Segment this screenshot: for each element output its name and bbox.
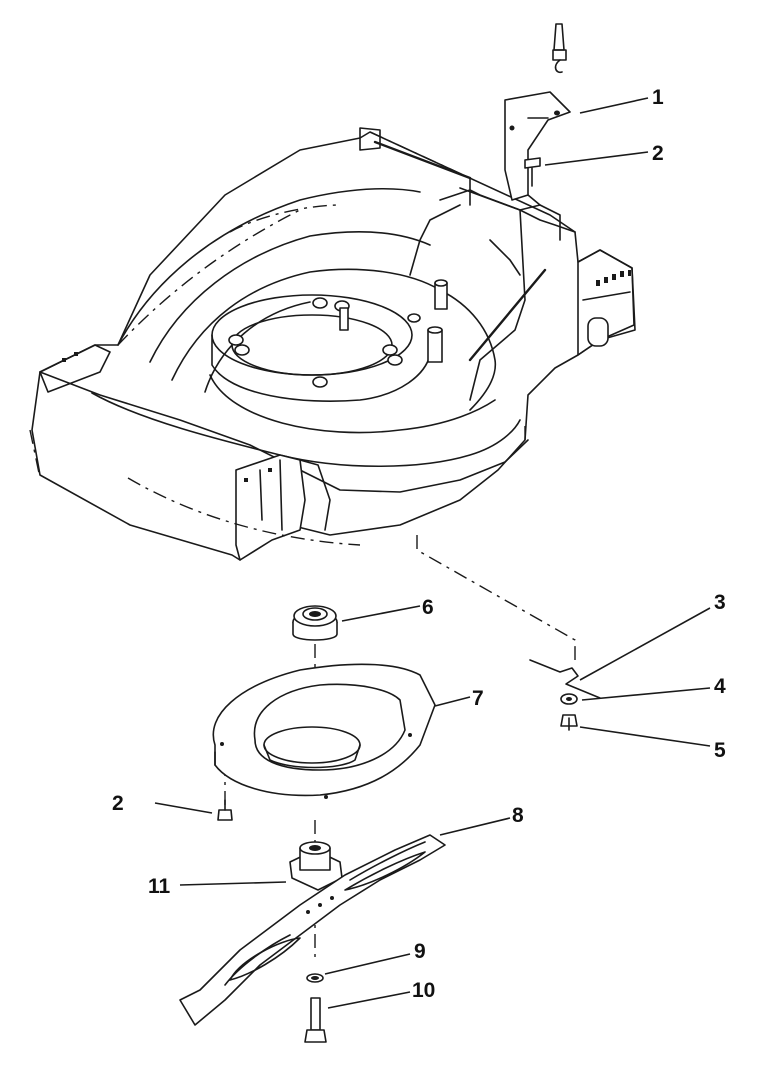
callout-10: 10 xyxy=(412,979,435,1002)
callout-7: 7 xyxy=(472,687,484,710)
side-bracket-slots xyxy=(596,270,631,286)
part-1-control-bracket xyxy=(504,23,571,206)
deck-bolt-holes xyxy=(228,297,421,388)
assembly-lines xyxy=(29,131,576,960)
callout-2-upper: 2 xyxy=(652,142,664,165)
callout-1: 1 xyxy=(652,86,664,109)
mower-deck xyxy=(31,127,636,561)
callout-3: 3 xyxy=(714,591,726,614)
part-2-screw-lower xyxy=(217,799,233,821)
callouts: 1 2 3 4 5 6 7 2 8 11 9 10 xyxy=(112,86,726,1002)
callout-2-lower: 2 xyxy=(112,792,124,815)
callout-8: 8 xyxy=(512,804,524,827)
part-5-bolt xyxy=(560,714,578,731)
part-7-baffle xyxy=(212,663,436,799)
callout-11: 11 xyxy=(148,875,171,898)
part-10-blade-bolt xyxy=(304,997,327,1043)
leader-lines xyxy=(154,97,711,1009)
part-11-blade-adapter xyxy=(289,841,343,891)
part-2-bolt-upper xyxy=(524,157,541,187)
callout-9: 9 xyxy=(414,940,426,963)
part-4-washer xyxy=(560,693,578,705)
callout-4: 4 xyxy=(714,675,726,698)
part-3-bracket-clip xyxy=(529,659,601,699)
callout-5: 5 xyxy=(714,739,726,762)
part-9-washer xyxy=(306,973,324,983)
callout-6: 6 xyxy=(422,596,434,619)
part-6-bearing xyxy=(292,605,338,641)
part-8-blade xyxy=(179,834,446,1026)
